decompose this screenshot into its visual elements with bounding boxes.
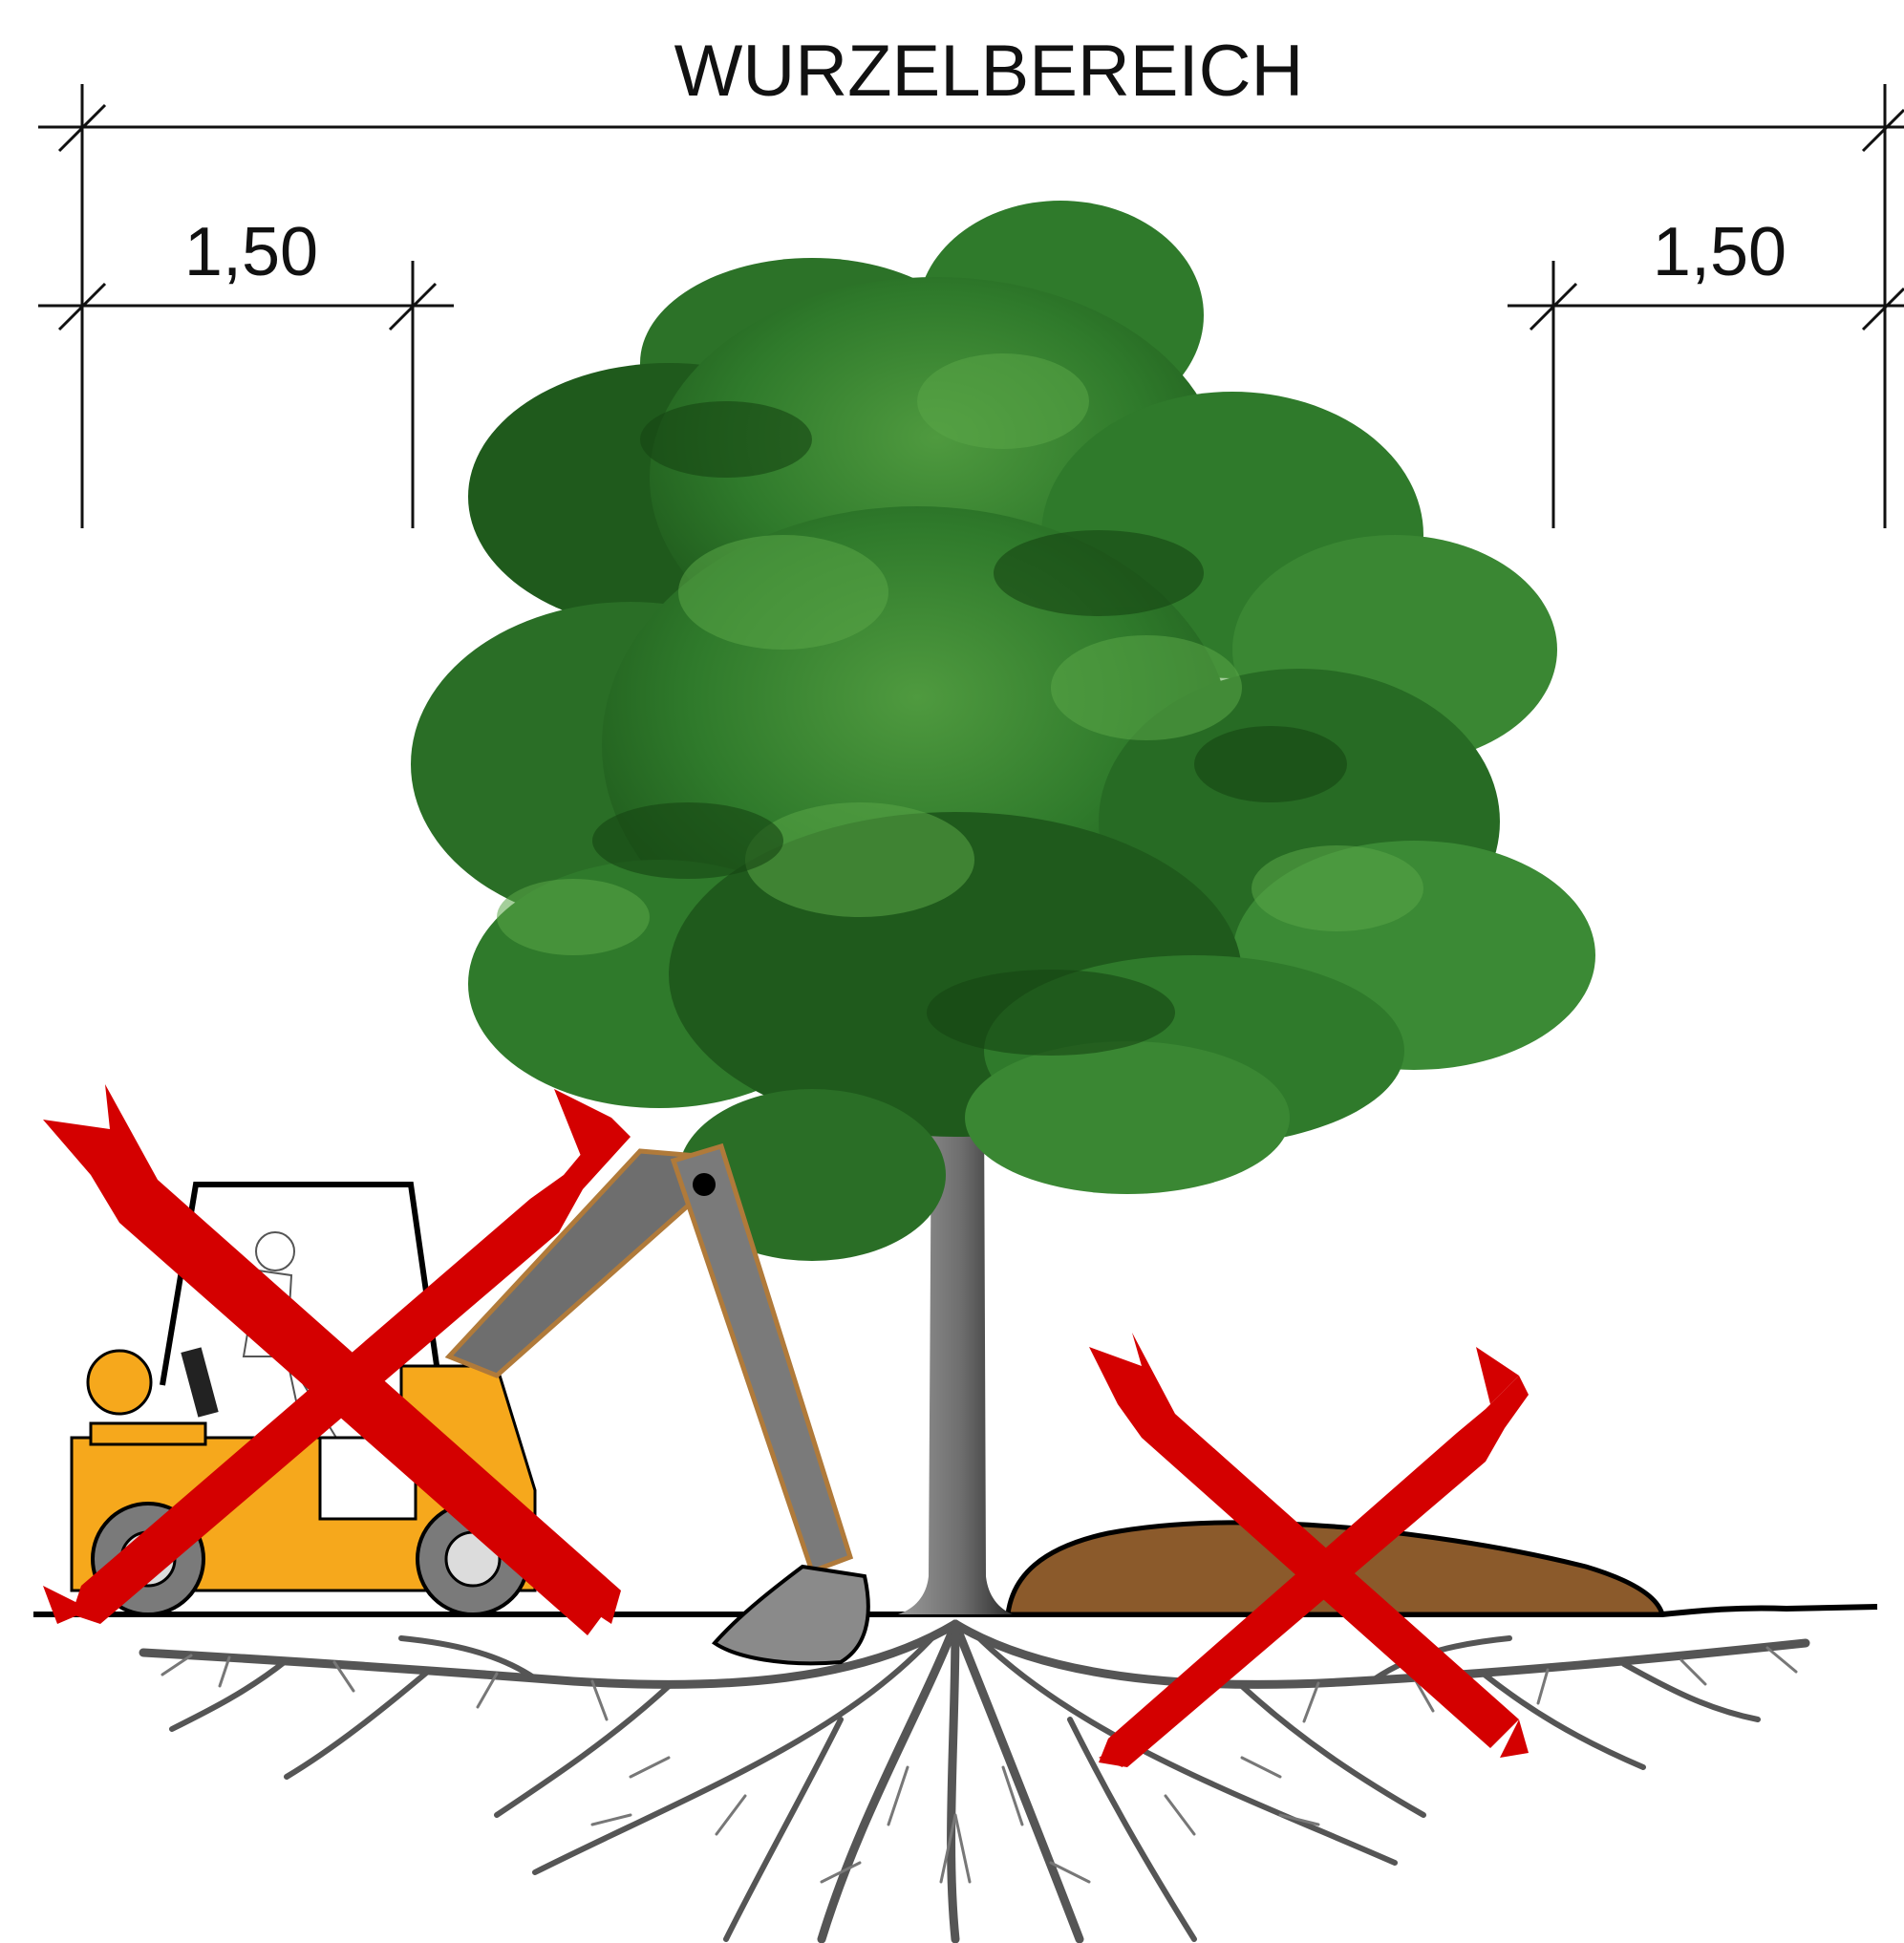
tree-icon <box>411 201 1595 1614</box>
root-zone-title: WURZELBEREICH <box>674 31 1304 112</box>
tree-crown <box>411 201 1595 1261</box>
dimension-label-right: 1,50 <box>1653 214 1786 290</box>
dimension-label-left: 1,50 <box>184 214 318 290</box>
root-system <box>143 1624 1806 1939</box>
